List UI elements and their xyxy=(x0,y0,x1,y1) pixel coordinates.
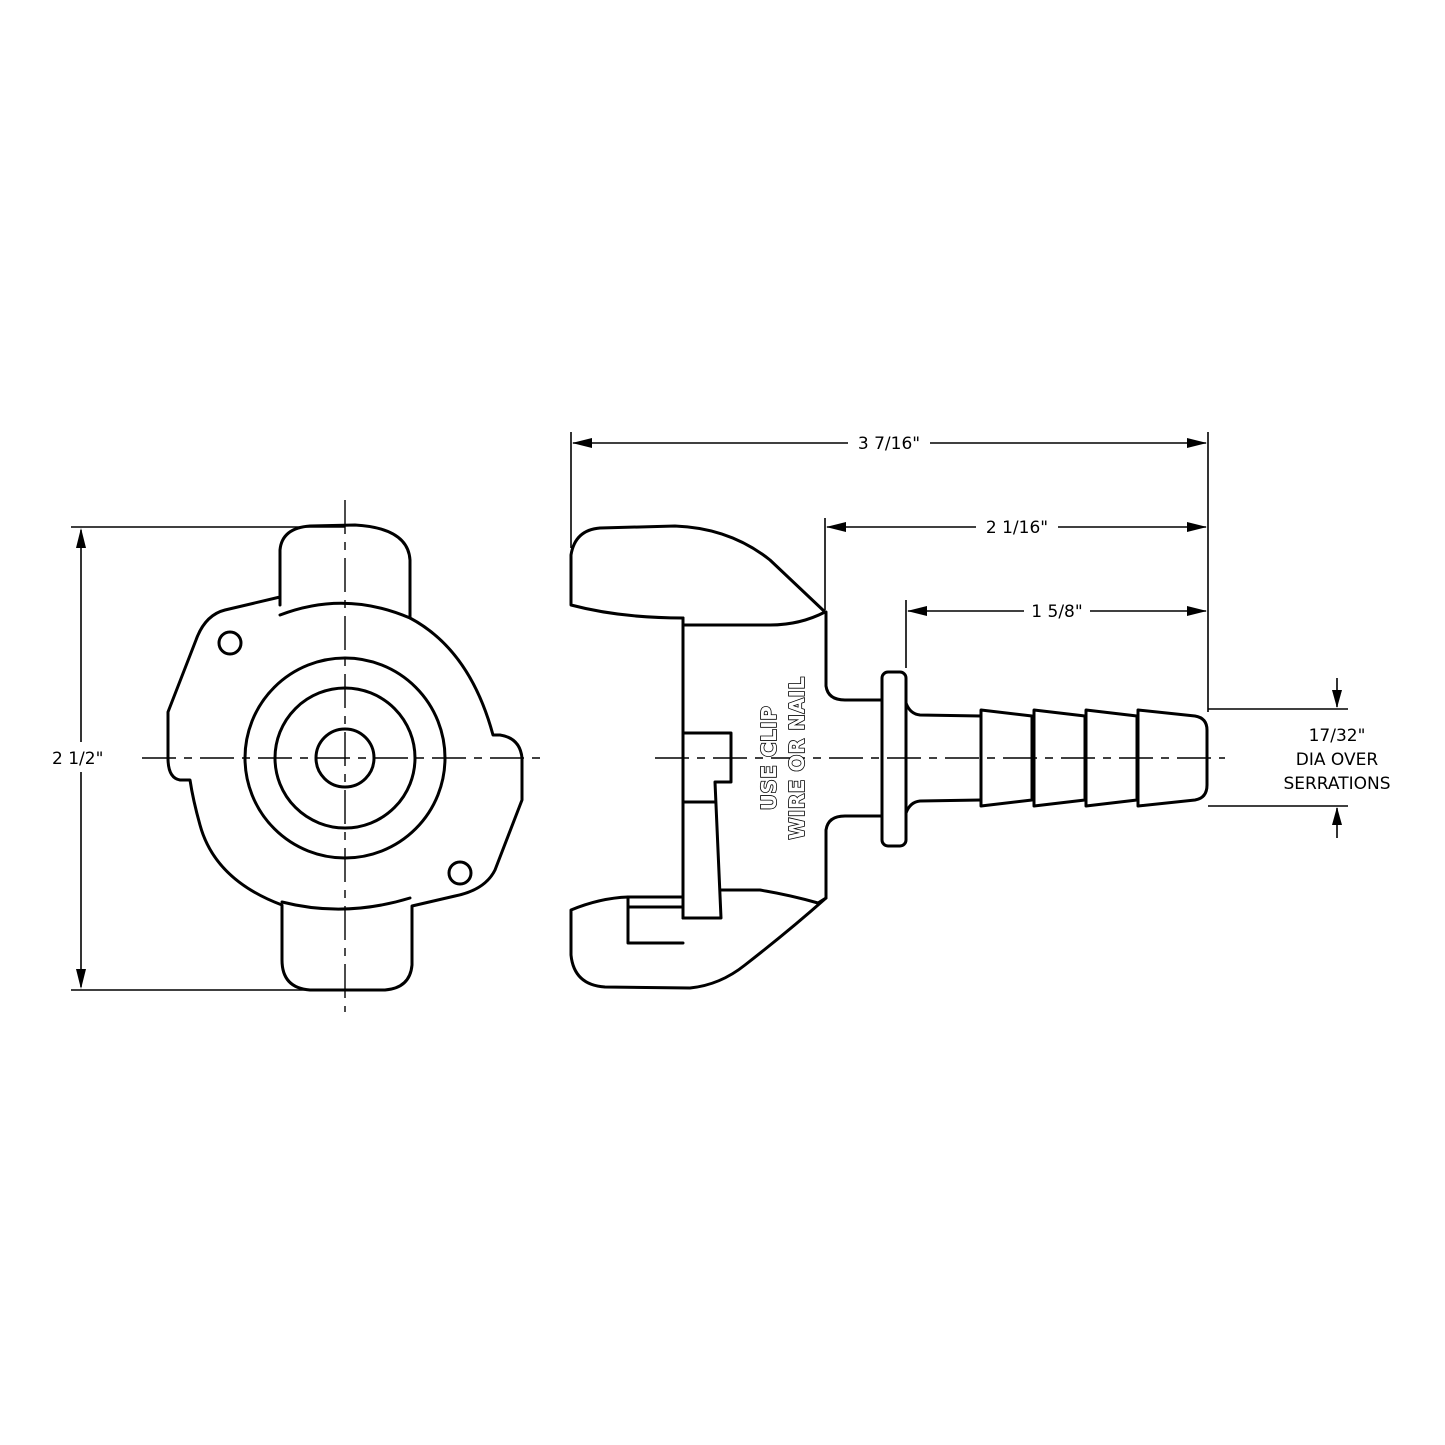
end-view-bottom-lug-arc xyxy=(280,896,412,911)
body-length-arrow-right-icon xyxy=(1187,522,1207,532)
barb-dia-label-line1: 17/32" xyxy=(1309,726,1366,746)
height-arrow-down-icon xyxy=(76,969,86,989)
end-view-outer-ring xyxy=(243,656,447,860)
height-dimension: 2 1/2" xyxy=(52,526,345,991)
barb-dia-label-line3: SERRATIONS xyxy=(1283,774,1390,794)
stem-length-arrow-left-icon xyxy=(907,606,927,616)
body-length-label: 2 1/16" xyxy=(986,518,1048,538)
overall-arrow-right-icon xyxy=(1187,438,1207,448)
side-view: USE CLIP WIRE OR NAIL xyxy=(569,524,1225,990)
end-view-top-lug-arc xyxy=(278,601,412,620)
embossed-text-line2: WIRE OR NAIL xyxy=(785,676,809,839)
end-view-body-outline xyxy=(166,523,524,992)
side-view-barb-1 xyxy=(979,708,1034,808)
overall-length-dimension: 3 7/16" xyxy=(570,432,1209,712)
side-view-body xyxy=(681,610,884,920)
stem-length-dimension: 1 5/8" xyxy=(905,600,1207,668)
barb-dia-arrow-up-icon xyxy=(1332,807,1342,825)
barb-dia-label-line2: DIA OVER xyxy=(1296,750,1379,770)
end-view-hole-upper-left xyxy=(217,630,243,656)
embossed-text-line1: USE CLIP xyxy=(757,706,781,811)
side-view-flange xyxy=(880,670,908,848)
stem-length-label: 1 5/8" xyxy=(1031,602,1082,622)
side-view-stem-tip xyxy=(1136,708,1209,808)
height-arrow-up-icon xyxy=(76,528,86,548)
side-view-stem-neck xyxy=(904,701,983,815)
stem-length-arrow-right-icon xyxy=(1187,606,1207,616)
overall-length-label: 3 7/16" xyxy=(858,434,920,454)
barb-dia-arrow-down-icon xyxy=(1332,690,1342,708)
body-length-dimension: 2 1/16" xyxy=(824,518,1207,610)
barb-diameter-dimension: 17/32" DIA OVER SERRATIONS xyxy=(1208,678,1391,838)
side-view-bottom-jaw-insert xyxy=(626,895,685,945)
end-view-bore xyxy=(314,727,376,789)
end-view-inner-ring xyxy=(273,686,417,830)
end-view-hole-lower-right xyxy=(447,860,473,886)
side-view-top-jaw xyxy=(569,524,827,627)
body-length-arrow-left-icon xyxy=(826,522,846,532)
side-view-bottom-jaw xyxy=(569,888,828,990)
height-dimension-label: 2 1/2" xyxy=(52,749,103,769)
end-view xyxy=(142,500,548,1012)
side-view-latch xyxy=(681,731,733,920)
overall-arrow-left-icon xyxy=(572,438,592,448)
